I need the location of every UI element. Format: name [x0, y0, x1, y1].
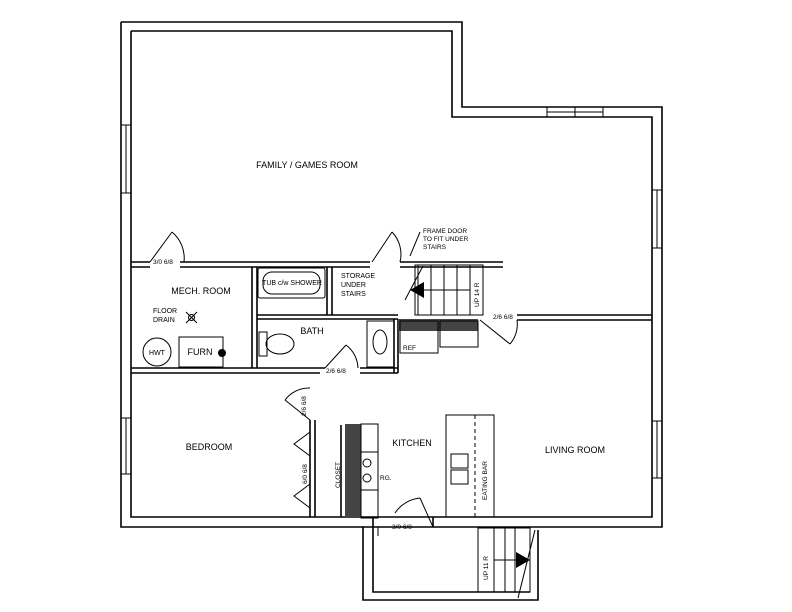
- bedroom-label: BEDROOM: [186, 442, 233, 452]
- frame-door-note-3: STAIRS: [423, 244, 447, 251]
- entry-stairs: [477, 527, 536, 599]
- frame-door-note-1: FRAME DOOR: [423, 228, 467, 235]
- closet-door-label: 6/0 6/8: [302, 464, 309, 484]
- furn-label: FURN: [188, 347, 213, 357]
- tub-label: TUB c/w SHOWER: [262, 280, 322, 287]
- main-stairs-label: UP 14 R: [474, 282, 481, 307]
- mech-room-label: MECH. ROOM: [171, 286, 231, 296]
- floor-drain-label-2: DRAIN: [153, 317, 175, 324]
- family-room-label: FAMILY / GAMES ROOM: [256, 160, 358, 170]
- living-door-label: 2/6 6/8: [493, 314, 513, 321]
- main-stairs: [404, 231, 484, 316]
- exterior-walls: [120, 21, 663, 601]
- floor-drain-label-1: FLOOR: [153, 308, 177, 315]
- ref-label: REF: [403, 345, 416, 352]
- entry-door-label: 3/0 6/8: [392, 524, 412, 531]
- kitchen-label: KITCHEN: [392, 438, 432, 448]
- bath-fixtures: [257, 267, 395, 368]
- kitchen-fixtures: [345, 414, 495, 519]
- windows: [120, 106, 663, 479]
- frame-door-note-2: TO FIT UNDER: [423, 236, 469, 243]
- hatched-counter: [398, 319, 479, 354]
- storage-label-2: UNDER: [341, 282, 366, 289]
- closet-label: CLOSET: [335, 462, 342, 488]
- mech-equipment: [142, 311, 226, 368]
- doors: [149, 231, 518, 536]
- bath-door-label: 2/6 6/8: [326, 368, 346, 375]
- storage-label-1: STORAGE: [341, 273, 375, 280]
- storage-label-3: STAIRS: [341, 291, 366, 298]
- living-room-label: LIVING ROOM: [545, 445, 605, 455]
- bath-label: BATH: [300, 326, 323, 336]
- range-label: RG.: [380, 475, 392, 482]
- entry-stairs-label: UP 11 R: [483, 556, 490, 580]
- eating-bar-label: EATING BAR: [482, 461, 489, 500]
- bedroom-door-label: 2/6 6/8: [301, 396, 308, 416]
- hwt-label: HWT: [149, 350, 166, 357]
- mech-door-label: 3/0 6/8: [153, 259, 173, 266]
